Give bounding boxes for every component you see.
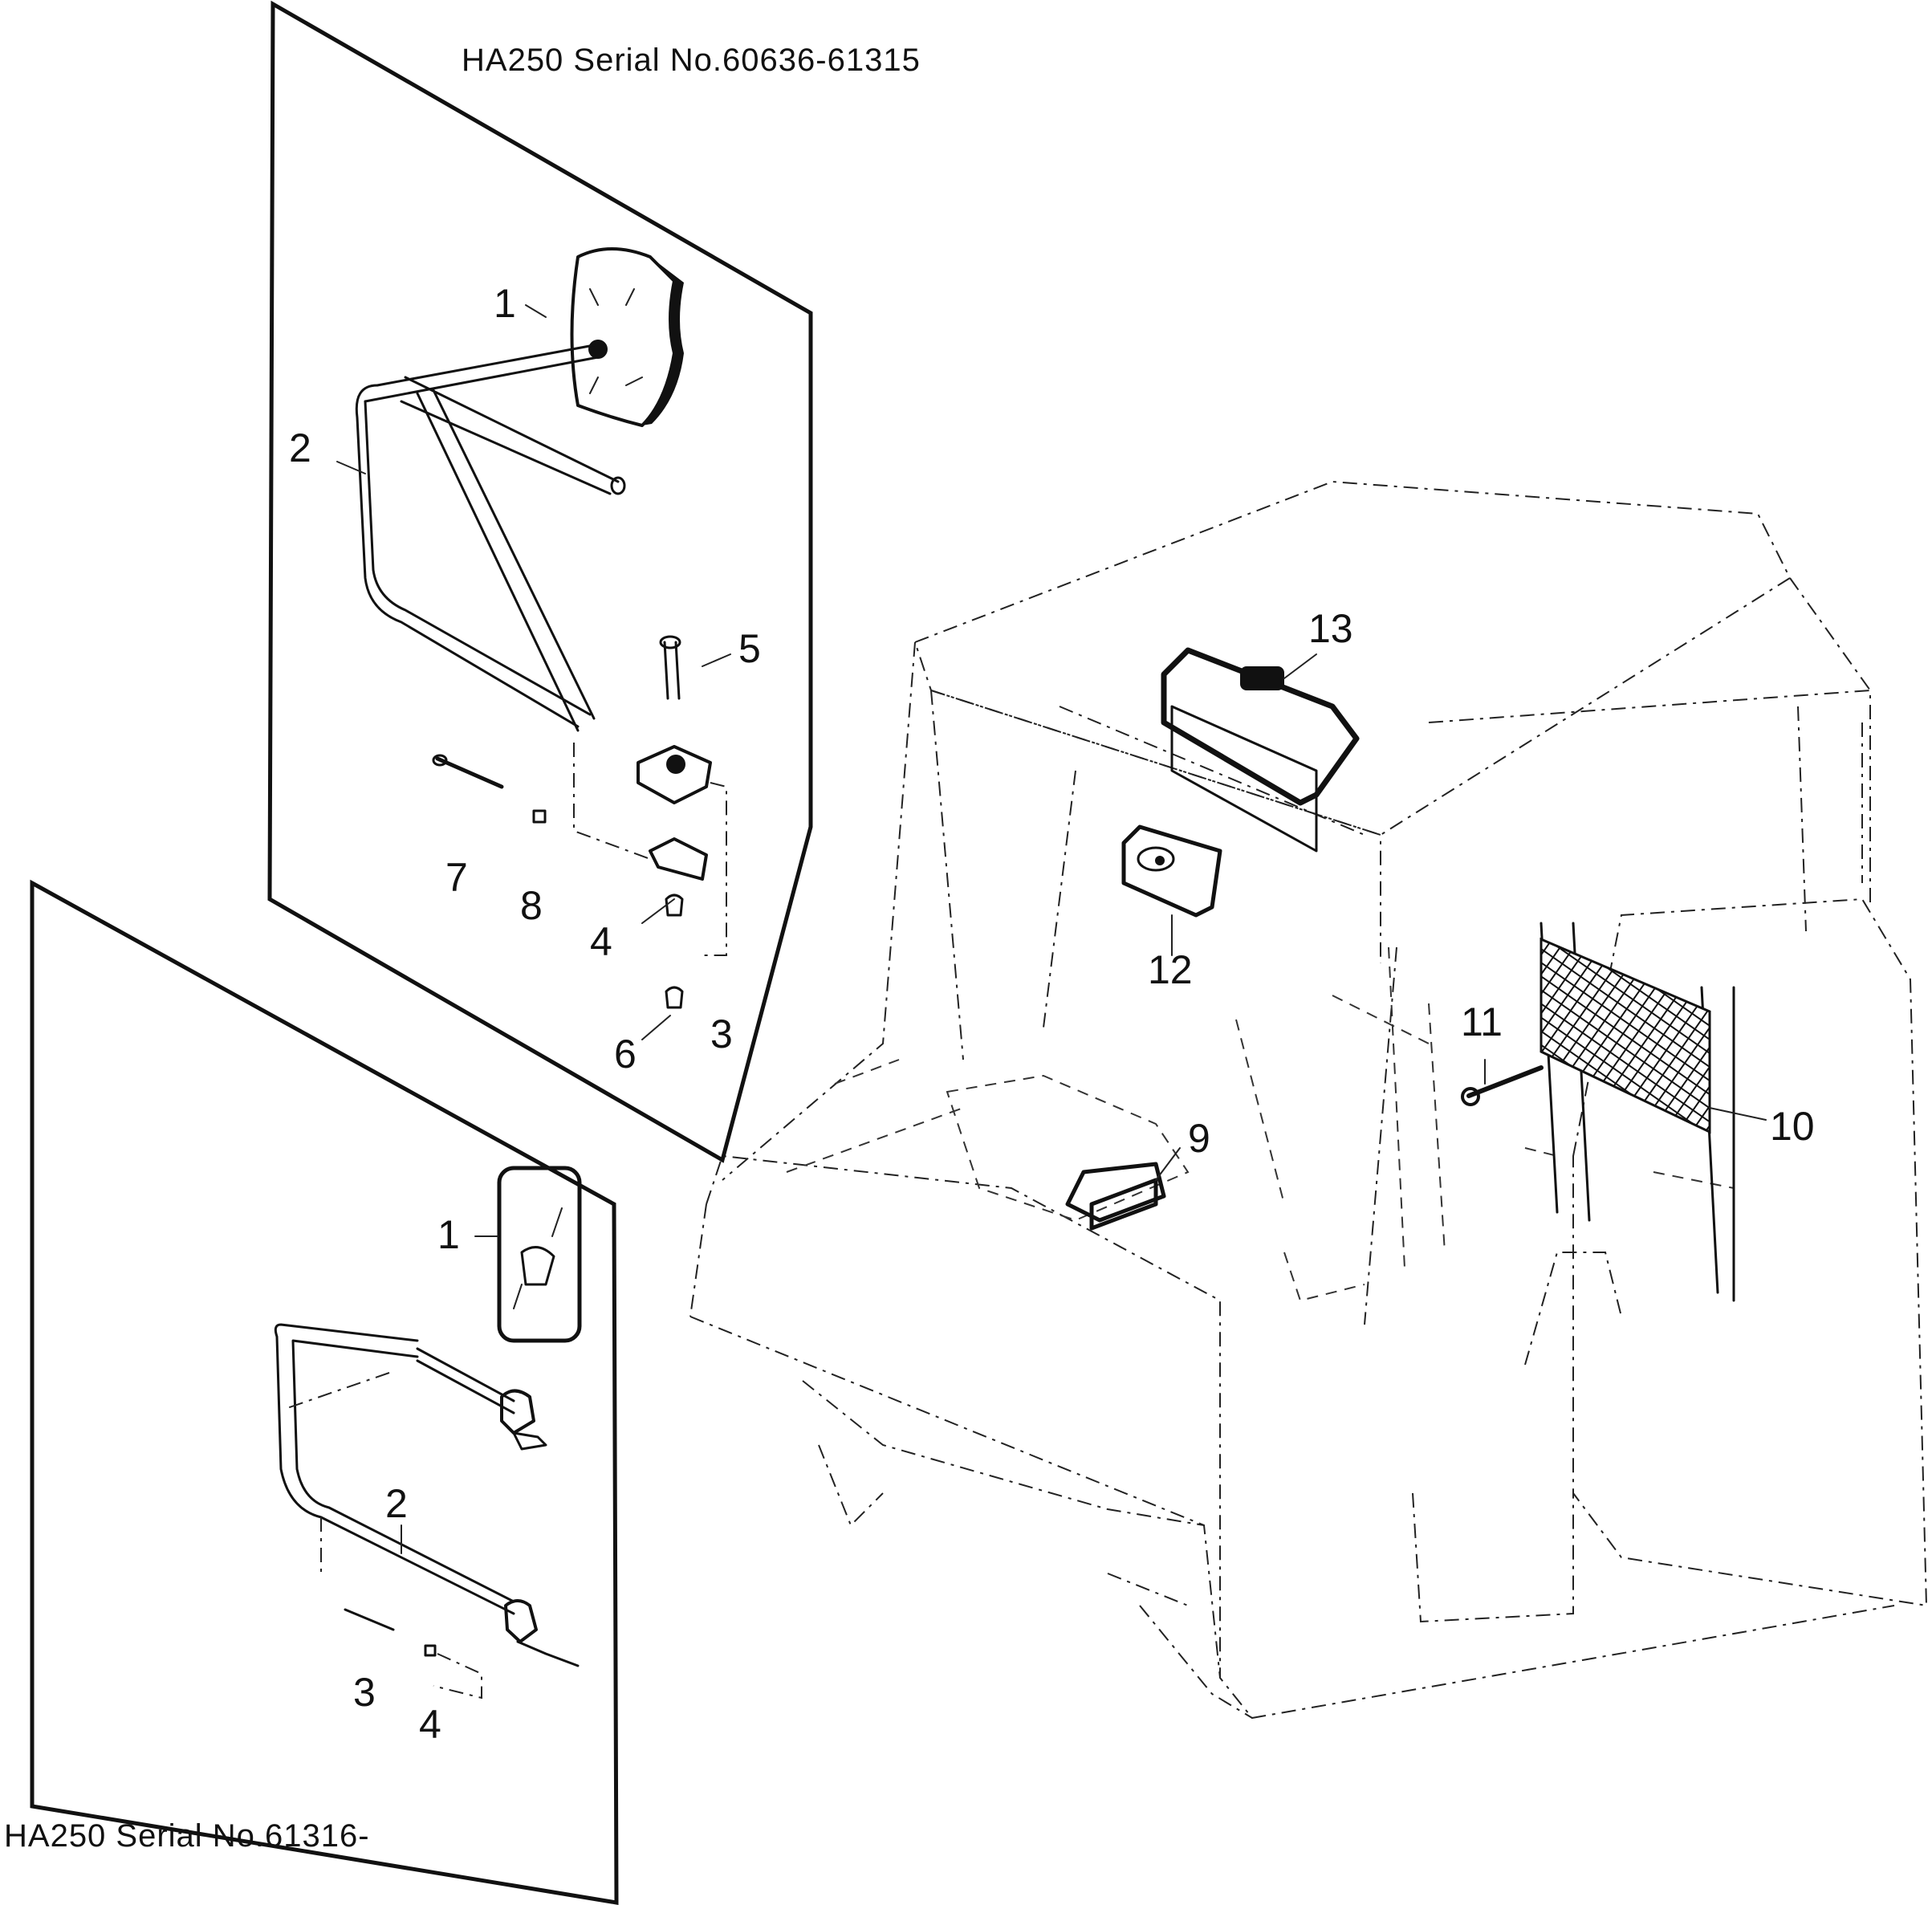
upper-callout-6: 6 — [614, 1032, 637, 1077]
screen-10 — [1539, 937, 1767, 1134]
lower-callout-3: 3 — [353, 1670, 376, 1715]
lower-stay-2 — [274, 1323, 580, 1699]
lower-callout-4: 4 — [419, 1702, 441, 1747]
lower-panel — [30, 879, 619, 1905]
upper-callout-5: 5 — [738, 626, 761, 671]
upper-callout-1: 1 — [494, 281, 516, 326]
machine-callout-9: 9 — [1188, 1116, 1210, 1161]
upper-panel — [267, 0, 813, 1163]
machine-callout-12: 12 — [1148, 947, 1193, 992]
lower-callout-1: 1 — [437, 1212, 460, 1257]
rear-view-mirror-13 — [1161, 647, 1360, 853]
room-lamp-12 — [1121, 824, 1222, 956]
upper-callout-7: 7 — [445, 855, 468, 900]
lower-callout-2: 2 — [385, 1481, 408, 1526]
upper-stay-2 — [336, 344, 626, 732]
lower-panel-caption: HA250 Serial No.61316- — [4, 1818, 370, 1854]
lower-mirror-1 — [474, 1166, 582, 1343]
upper-callout-3: 3 — [710, 1012, 733, 1056]
upper-callout-8: 8 — [520, 883, 543, 928]
upper-panel-caption: HA250 Serial No.60636-61315 — [462, 43, 921, 78]
machine-callout-13: 13 — [1308, 606, 1353, 651]
upper-callout-4: 4 — [590, 919, 612, 964]
upper-bracket-parts — [432, 635, 731, 1040]
machine-cab-drawing — [689, 480, 1928, 1720]
ashtray-9 — [1065, 1147, 1181, 1231]
bolt-11 — [1461, 1059, 1544, 1106]
machine-callout-11: 11 — [1461, 999, 1503, 1044]
upper-callout-2: 2 — [289, 425, 311, 470]
machine-callout-10: 10 — [1770, 1104, 1815, 1149]
